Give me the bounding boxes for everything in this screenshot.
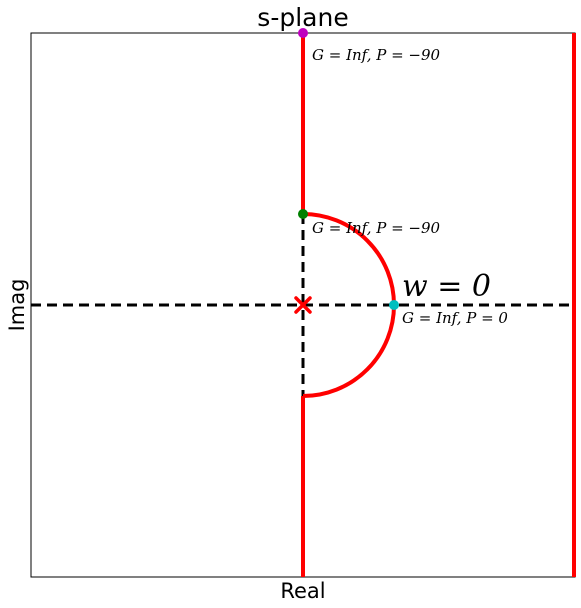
annotation-right-point: G = Inf, P = 0 [402,309,508,327]
plot-title: s-plane [257,3,348,32]
upper-point [298,209,308,219]
x-axis-label: Real [280,579,325,603]
y-axis-label: Imag [5,279,29,332]
top-point [298,28,308,38]
annotation-top: G = Inf, P = −90 [312,46,441,64]
annotation-upper-point: G = Inf, P = −90 [312,219,441,237]
pole-marker [294,296,312,314]
annotation-w-zero: w = 0 [402,269,491,304]
right-point [389,300,399,310]
